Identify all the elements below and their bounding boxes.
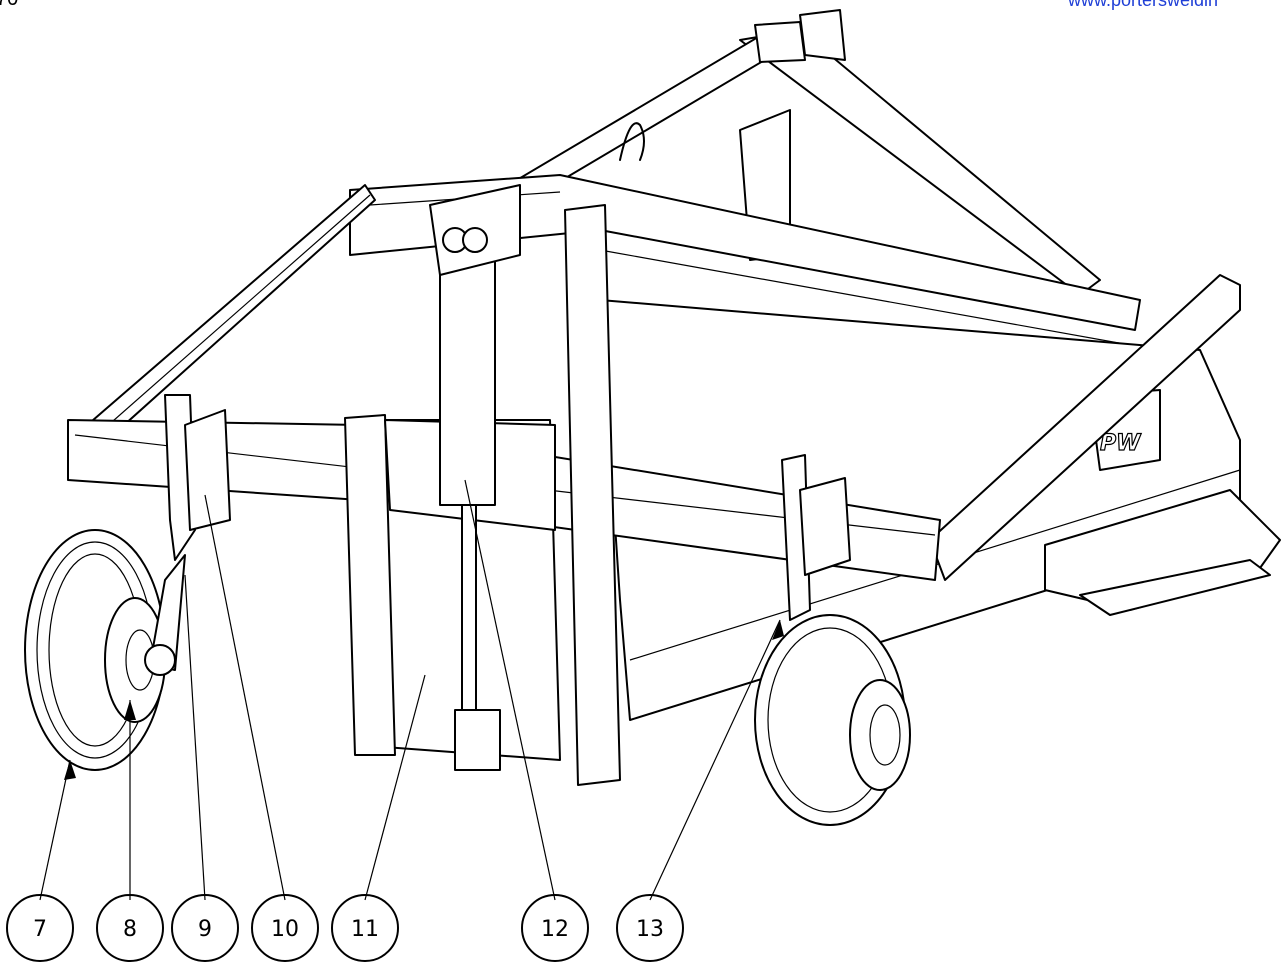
rear-step: [1044, 489, 1281, 616]
svg-text:11: 11: [351, 917, 379, 942]
leader-9: [184, 574, 206, 901]
callout-9: 9: [171, 894, 239, 962]
leader-10: [204, 494, 286, 901]
svg-text:10: 10: [271, 917, 299, 942]
callout-8: 8: [96, 894, 164, 962]
center-plate-assembly: [344, 184, 621, 786]
leader-lines: [39, 479, 784, 901]
page-number: 70: [0, 0, 18, 11]
svg-text:7: 7: [33, 917, 47, 942]
leader-12: [464, 479, 556, 901]
right-wheel-assembly: [754, 454, 911, 826]
callout-12: 12: [521, 894, 589, 962]
svg-text:12: 12: [541, 917, 569, 942]
website-link[interactable]: www.portersweldin: [1068, 0, 1219, 10]
callout-10: 10: [251, 894, 319, 962]
svg-text:9: 9: [198, 917, 212, 942]
callout-11: 11: [331, 894, 399, 962]
callout-7: 7: [6, 894, 74, 962]
svg-text:13: 13: [636, 917, 664, 942]
leader-7: [39, 759, 71, 901]
callout-balloons: 7 8 9 10 11 12 13: [6, 894, 684, 962]
leader-13: [649, 619, 781, 901]
svg-text:8: 8: [123, 917, 137, 942]
svg-text:PW: PW: [1100, 431, 1142, 456]
top-beam: [349, 174, 1141, 346]
right-rail: [929, 274, 1241, 581]
a-frame: [499, 9, 1101, 296]
callout-13: 13: [616, 894, 684, 962]
leader-11: [364, 674, 426, 901]
